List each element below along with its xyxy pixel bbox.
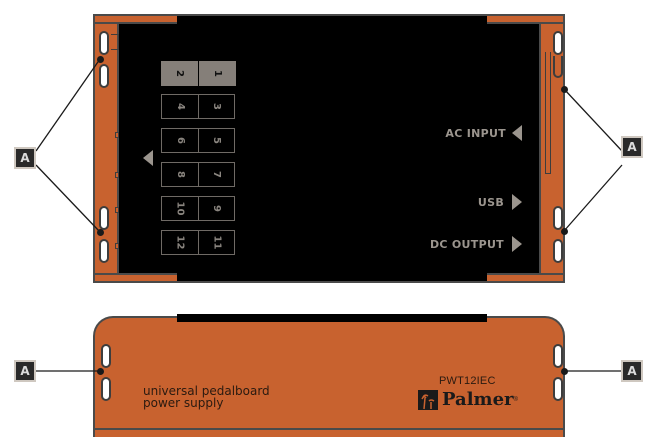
output-port-4: 4 [161,94,198,119]
mounting-slot [99,31,109,55]
callout-point [97,368,104,375]
usb-indicator: USB [420,194,522,210]
rail-notch [115,132,119,138]
brand-name: Palmer [442,389,514,410]
dc-output-indicator: DC OUTPUT [420,236,522,252]
output-port-3: 3 [198,94,235,119]
mounting-slot [553,377,563,401]
callout-badge-a: A [621,136,643,158]
callout-badge-a: A [14,147,36,169]
dc-output-arrow-icon [512,236,522,252]
mounting-slot [553,56,563,78]
mounting-slot [553,239,563,263]
callout-point [97,229,104,236]
ac-input-indicator: AC INPUT [420,125,522,141]
output-port-6: 6 [161,128,198,153]
output-port-2: 2 [161,61,198,86]
callout-point [561,368,568,375]
dc-output-grid: 2 1 4 3 6 5 8 7 10 9 12 11 [161,61,237,255]
direction-arrow-left-icon [143,150,153,166]
output-port-1: 1 [199,61,236,86]
side-chassis [93,316,565,430]
brand-logo-group: Palmer ® [418,389,518,410]
right-inner-edge [535,22,541,276]
model-number: PWT12IEC [439,375,496,387]
right-rail-groove [545,52,551,174]
callout-point [97,56,104,63]
callout-badge-a: A [621,360,643,382]
output-port-9: 9 [198,196,235,221]
output-port-7: 7 [198,162,235,187]
tagline-line-1: universal pedalboard [143,384,270,398]
rail-notch [115,243,119,249]
left-inner-edge [117,22,123,276]
mounting-slot [553,31,563,55]
callout-lines-top [35,58,623,233]
rail-notch [115,172,119,178]
mounting-slot [553,344,563,368]
bottom-edge-cover [177,273,487,283]
mounting-slot [99,64,109,88]
top-edge-cover [177,14,487,24]
mounting-slot [101,344,111,368]
ac-input-label: AC INPUT [445,126,506,140]
side-base-rail [93,428,565,437]
mounting-slot [99,206,109,230]
side-top-strip [177,314,487,322]
mounting-slot [99,239,109,263]
mounting-slot [553,206,563,230]
dc-output-label: DC OUTPUT [429,237,504,251]
output-port-8: 8 [161,162,198,187]
tagline-line-2: power supply [143,396,224,410]
callout-point [561,228,568,235]
callout-badge-a: A [14,360,36,382]
registered-mark: ® [513,396,518,403]
mounting-slot [101,377,111,401]
callout-point [561,86,568,93]
product-tagline: universal pedalboard power supply [143,385,270,409]
output-port-12: 12 [161,230,198,255]
output-port-10: 10 [161,196,198,221]
usb-arrow-icon [512,194,522,210]
palm-tree-logo-icon [418,389,438,410]
ac-input-arrow-icon [512,125,522,141]
output-port-5: 5 [198,128,235,153]
usb-label: USB [477,195,504,209]
rail-notch [115,207,119,213]
rail-tab [111,34,119,50]
output-port-11: 11 [198,230,235,255]
top-view: 2 1 4 3 6 5 8 7 10 9 12 11 AC INPUT USB [14,14,643,283]
